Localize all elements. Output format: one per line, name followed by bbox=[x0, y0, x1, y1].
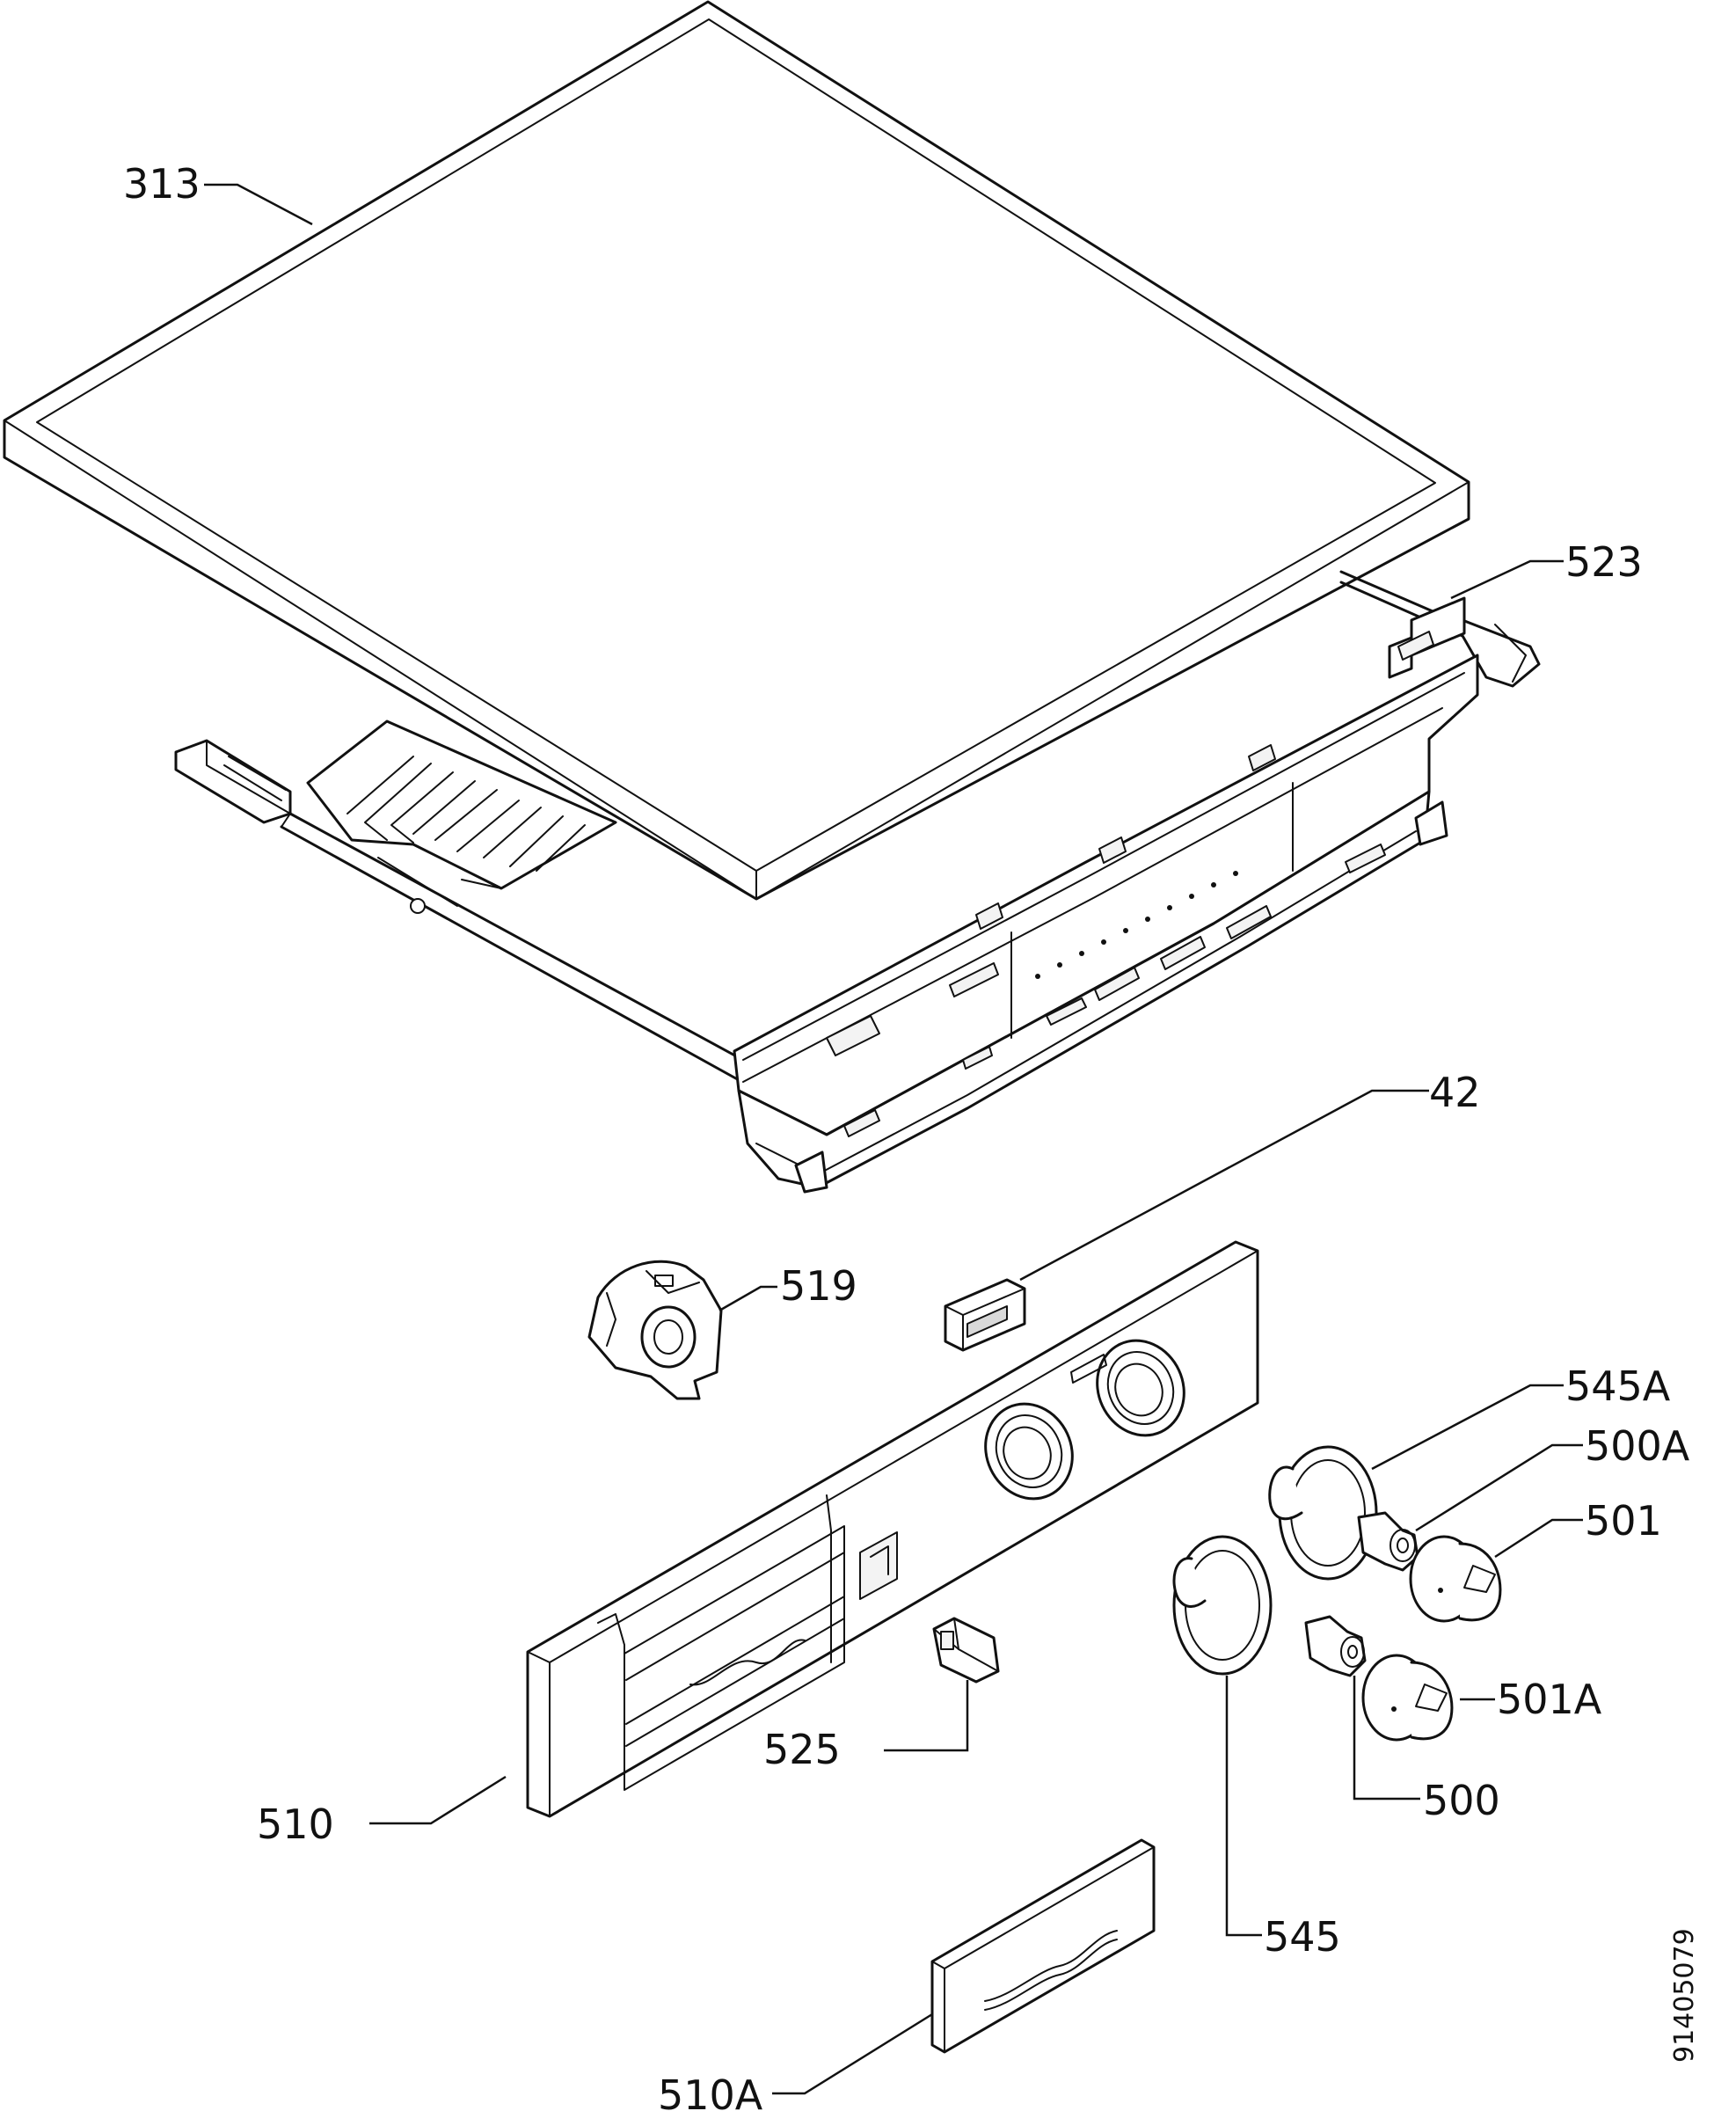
connector-42 bbox=[944, 1278, 1026, 1352]
top-cover-313 bbox=[3, 0, 1470, 901]
fascia-510 bbox=[526, 1240, 1259, 1818]
bezel-ring-545a bbox=[1268, 1445, 1378, 1581]
label-510a: 510A bbox=[658, 2071, 763, 2111]
label-525: 525 bbox=[763, 1726, 841, 1773]
label-510: 510 bbox=[257, 1801, 334, 1848]
ribs bbox=[346, 756, 586, 872]
label-545: 545 bbox=[1264, 1913, 1341, 1961]
drawer-front-510a bbox=[930, 1838, 1156, 2054]
frame-holes bbox=[1035, 871, 1238, 979]
frame-slots bbox=[826, 631, 1434, 1137]
leader-lines bbox=[204, 183, 1583, 2095]
document-number: 91405079 bbox=[1669, 1928, 1700, 2063]
knob-501 bbox=[1409, 1535, 1502, 1623]
label-501: 501 bbox=[1585, 1497, 1662, 1545]
label-500: 500 bbox=[1423, 1777, 1500, 1824]
knob-501a bbox=[1361, 1654, 1454, 1742]
label-501a: 501A bbox=[1497, 1676, 1602, 1723]
bezel-ring-545 bbox=[1172, 1535, 1273, 1676]
label-523: 523 bbox=[1565, 538, 1643, 586]
cam-519 bbox=[587, 1260, 723, 1400]
spindle-500a bbox=[1357, 1511, 1419, 1572]
label-42: 42 bbox=[1429, 1069, 1481, 1116]
label-500a: 500A bbox=[1585, 1422, 1690, 1470]
label-545a: 545A bbox=[1565, 1362, 1671, 1410]
callout-labels: 313 523 42 519 545A 500A 501 501A 525 51… bbox=[123, 160, 1690, 2111]
spindle-500 bbox=[1304, 1615, 1367, 1677]
label-519: 519 bbox=[780, 1262, 857, 1310]
label-313: 313 bbox=[123, 160, 201, 208]
panel-frame-523 bbox=[174, 570, 1541, 1194]
switch-525 bbox=[932, 1617, 1000, 1684]
